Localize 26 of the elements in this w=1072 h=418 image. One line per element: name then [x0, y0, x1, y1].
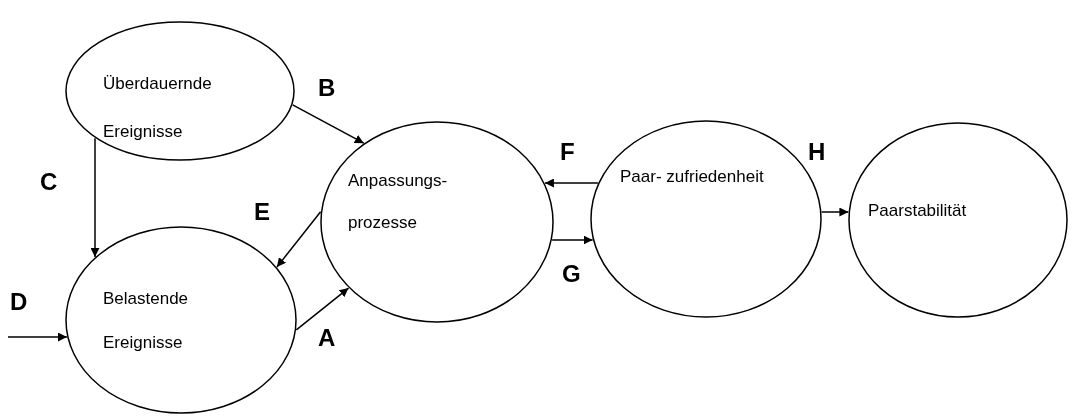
node-label: Überdauernde Ereignisse [103, 73, 213, 143]
node-label: Paar- zufriedenheit [620, 166, 765, 188]
edge-label: D [10, 290, 28, 314]
arrow [276, 211, 322, 268]
arrow [90, 137, 100, 258]
node-label: Belastende Ereignisse [103, 288, 190, 354]
edge-label: H [808, 140, 826, 164]
arrow [7, 332, 68, 342]
edge-label: G [562, 262, 581, 286]
arrow [544, 178, 599, 188]
arrow [291, 104, 365, 144]
arrow [295, 287, 350, 331]
edge-label: B [318, 76, 336, 100]
edge-label: C [40, 170, 58, 194]
arrow [820, 207, 850, 217]
edge-label: F [560, 140, 575, 164]
edge-label: A [318, 326, 336, 350]
ellipse-node [65, 21, 295, 161]
node-label: Paarstabilität [868, 200, 968, 222]
ellipse-node [320, 121, 554, 323]
ellipse-node [848, 122, 1068, 318]
node-label: Anpassungs- prozesse [348, 170, 449, 234]
ellipse-node [65, 226, 297, 414]
ellipse-node [590, 120, 822, 318]
edge-label: E [254, 200, 270, 224]
arrow [551, 235, 594, 245]
